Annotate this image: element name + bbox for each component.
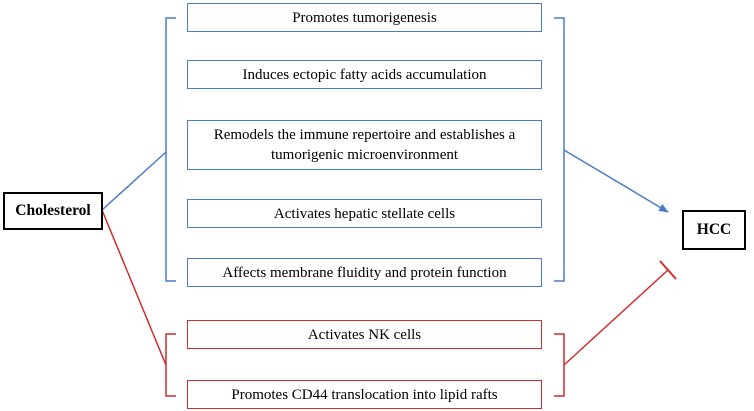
cholesterol-to-promote-line: [101, 151, 167, 211]
effect-box-nk-cells: Activates NK cells: [187, 320, 542, 349]
cholesterol-label: Cholesterol: [15, 202, 91, 219]
effect-label: Remodels the immune repertoire and estab…: [213, 127, 516, 163]
effect-label: Affects membrane fluidity and protein fu…: [222, 264, 507, 281]
right-blue-bracket: [554, 17, 565, 282]
effect-label: Promotes CD44 translocation into lipid r…: [231, 386, 498, 403]
inhibit-bar: [659, 260, 677, 280]
effect-label: Activates NK cells: [307, 326, 422, 343]
cholesterol-node: Cholesterol: [3, 192, 103, 230]
effect-box-immune-repertoire: Remodels the immune repertoire and estab…: [187, 120, 542, 170]
effect-label: Induces ectopic fatty acids accumulation: [242, 66, 487, 83]
effect-label: Activates hepatic stellate cells: [273, 205, 456, 222]
effect-label: Promotes tumorigenesis: [292, 9, 437, 26]
inhibit-line: [563, 269, 669, 366]
hcc-label: HCC: [696, 221, 732, 238]
effect-box-membrane-fluidity: Affects membrane fluidity and protein fu…: [187, 258, 542, 287]
effect-box-cd44: Promotes CD44 translocation into lipid r…: [187, 380, 542, 409]
cholesterol-to-inhibit-line: [101, 209, 167, 366]
right-red-bracket: [554, 333, 565, 397]
promote-arrow: [563, 149, 669, 213]
effect-box-fatty-acids: Induces ectopic fatty acids accumulation: [187, 60, 542, 89]
effect-box-stellate-cells: Activates hepatic stellate cells: [187, 199, 542, 228]
left-blue-bracket: [165, 17, 176, 282]
effect-box-tumorigenesis: Promotes tumorigenesis: [187, 3, 542, 32]
hcc-node: HCC: [682, 210, 746, 250]
left-red-bracket: [165, 333, 176, 397]
